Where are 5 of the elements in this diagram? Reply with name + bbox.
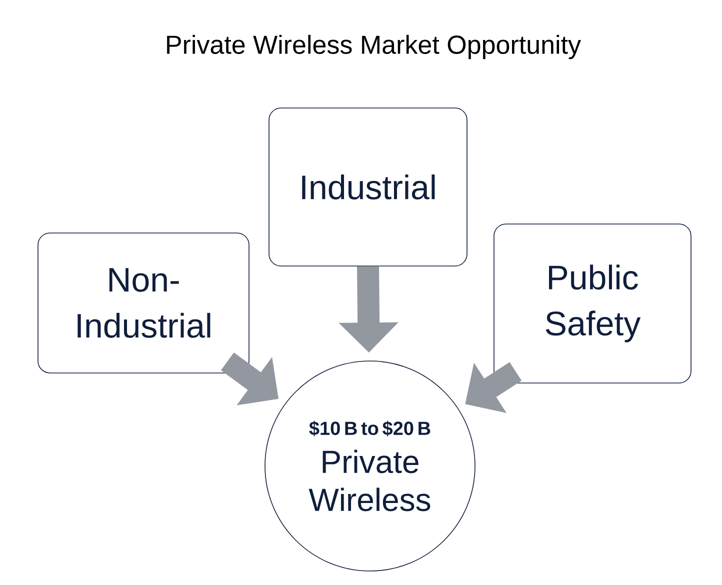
category-box: Public Safety [494, 224, 692, 384]
category-box: Non-Industrial [38, 232, 250, 374]
circle-node: $10 B to $20 B Private Wireless [264, 360, 476, 572]
category-box: Industrial [268, 108, 468, 266]
title: Private Wireless Market Opportunity [167, 34, 581, 60]
